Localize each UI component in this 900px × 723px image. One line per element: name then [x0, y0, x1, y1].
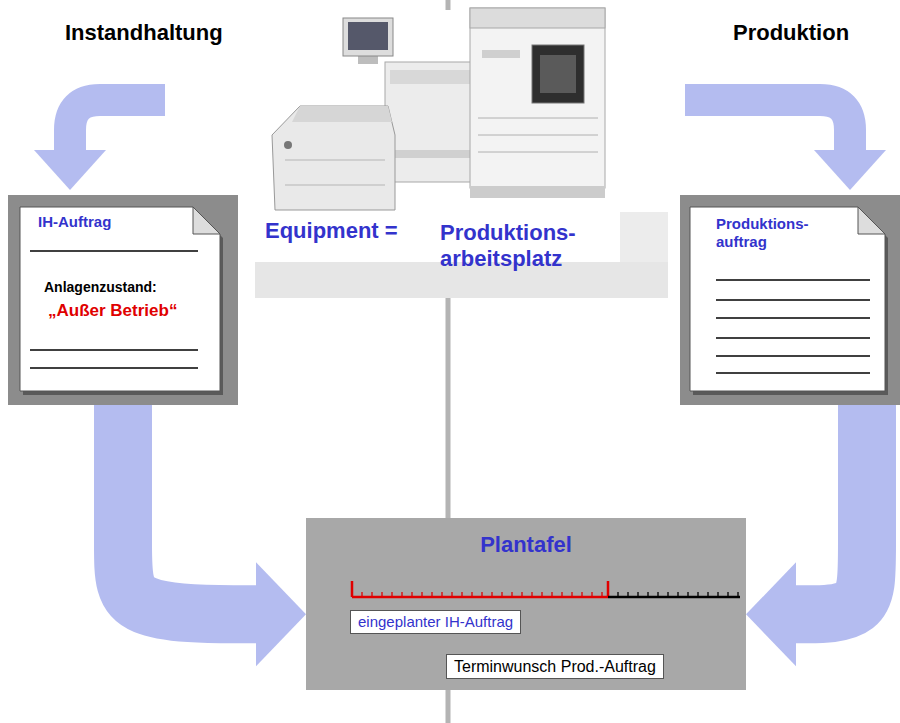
text-slot: Produktions- auftrag [716, 215, 836, 251]
section-heading: Produktion [733, 20, 849, 46]
node-title: Equipment = [265, 218, 435, 244]
flow-arrow [34, 100, 886, 190]
text-slot: IH-Auftrag [38, 213, 208, 231]
printer-illustration [272, 8, 605, 210]
divider-line [446, 0, 451, 10]
text-slot: Anlagenzustand: [44, 279, 216, 296]
text-slot: Equipment = [265, 218, 435, 244]
connector-shaft [796, 405, 867, 614]
scheduled-order-box: eingeplanter IH-Auftrag [350, 610, 521, 634]
text-slot: Produktions- arbeitsplatz [440, 220, 640, 273]
equipment-band: Equipment =Produktions- arbeitsplatz [255, 212, 668, 298]
node-title: IH-Auftrag [38, 213, 208, 231]
date-request-box: Terminwunsch Prod.-Auftrag [446, 654, 664, 679]
node-text: Anlagenzustand: [44, 279, 216, 296]
order-document: Produktions- auftrag [680, 195, 900, 405]
node-title: Plantafel [306, 532, 746, 558]
node-title: Produktions- auftrag [716, 215, 836, 251]
order-label: eingeplanter IH-Auftrag [358, 613, 513, 631]
order-label: Terminwunsch Prod.-Auftrag [454, 657, 656, 676]
arrow-head [256, 562, 306, 666]
node-text: Produktions- arbeitsplatz [440, 220, 640, 273]
section-heading-text: Instandhaltung [65, 20, 223, 46]
flow-connector [746, 405, 867, 666]
arrow-head [746, 562, 796, 666]
order-document: IH-AuftragAnlagenzustand: „Außer Betrieb“ [8, 195, 238, 405]
text-slot: Plantafel [306, 532, 746, 558]
connector-shaft [123, 405, 256, 614]
flow-connector [123, 405, 306, 666]
section-heading-text: Produktion [733, 20, 849, 46]
text-slot: „Außer Betrieb“ [48, 301, 218, 321]
planning-board: Plantafel eingeplanter IH-AuftragTerminwu… [306, 518, 746, 690]
node-text: „Außer Betrieb“ [48, 301, 218, 321]
section-heading: Instandhaltung [65, 20, 223, 46]
